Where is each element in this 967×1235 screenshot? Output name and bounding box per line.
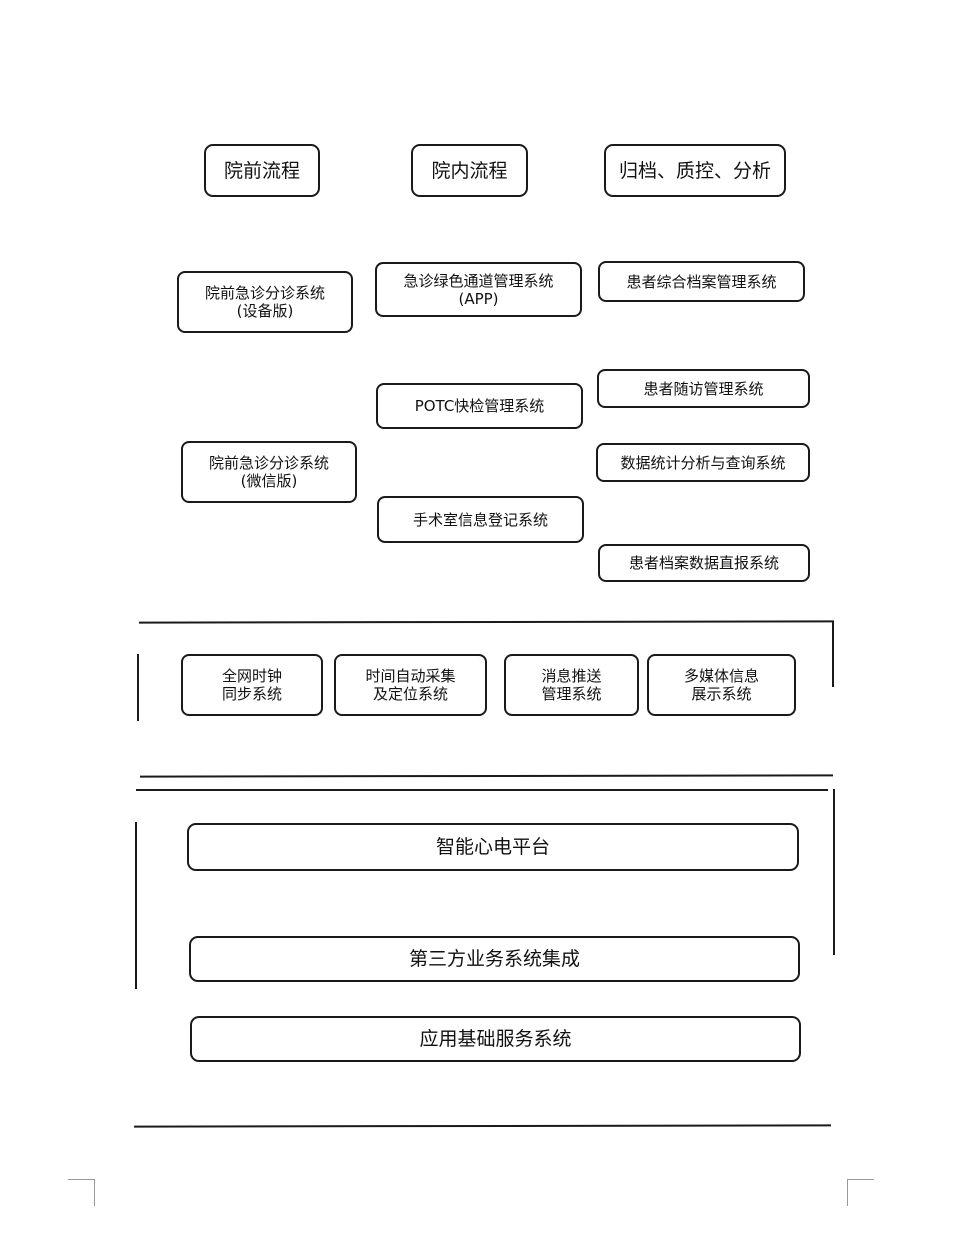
box-line: 患者随访管理系统 bbox=[643, 379, 764, 398]
box-line: 应用基础服务系统 bbox=[419, 1028, 572, 1050]
box-line: (APP) bbox=[458, 289, 499, 308]
box-line: 患者综合档案管理系统 bbox=[626, 272, 777, 291]
patient-followup-box: 患者随访管理系统 bbox=[597, 369, 810, 408]
multimedia-box: 多媒体信息 展示系统 bbox=[647, 654, 796, 716]
time-collection-box: 时间自动采集 及定位系统 bbox=[334, 654, 487, 716]
box-line: POTC快检管理系统 bbox=[414, 397, 545, 415]
message-push-box: 消息推送 管理系统 bbox=[504, 654, 639, 716]
ecg-platform-box: 智能心电平台 bbox=[187, 823, 799, 871]
support-top-line bbox=[138, 620, 835, 624]
box-line: 智能心电平台 bbox=[435, 836, 550, 858]
patient-archive-box: 患者综合档案管理系统 bbox=[598, 261, 805, 302]
prehospital-triage-wechat-box: 院前急诊分诊系统 (微信版) bbox=[181, 441, 357, 503]
data-statistics-box: 数据统计分析与查询系统 bbox=[596, 443, 810, 482]
platform-left-line bbox=[135, 822, 137, 989]
basic-services-box: 应用基础服务系统 bbox=[190, 1016, 801, 1062]
green-channel-box: 急诊绿色通道管理系统 (APP) bbox=[375, 262, 582, 317]
page-corner-mark-right bbox=[847, 1179, 874, 1206]
support-right-line bbox=[832, 621, 834, 687]
header-inhospital: 院内流程 bbox=[411, 144, 528, 197]
box-line: 手术室信息登记系统 bbox=[412, 510, 548, 529]
box-line: 管理系统 bbox=[541, 685, 602, 703]
box-line: 院前急诊分诊系统 bbox=[204, 284, 325, 302]
support-bottom-line bbox=[139, 774, 834, 778]
support-left-line bbox=[137, 654, 139, 721]
platform-bottom-line bbox=[133, 1124, 832, 1128]
box-line: 多媒体信息 bbox=[683, 667, 759, 685]
page-corner-mark-left bbox=[68, 1179, 95, 1206]
operating-room-box: 手术室信息登记系统 bbox=[377, 496, 584, 543]
box-line: (设备版) bbox=[236, 302, 294, 320]
header-archive: 归档、质控、分析 bbox=[604, 144, 786, 197]
box-line: 患者档案数据直报系统 bbox=[628, 554, 779, 572]
box-line: 院前急诊分诊系统 bbox=[208, 454, 329, 472]
box-line: 同步系统 bbox=[221, 685, 282, 703]
box-line: 第三方业务系统集成 bbox=[408, 948, 580, 970]
potc-box: POTC快检管理系统 bbox=[376, 383, 583, 429]
header-label: 院内流程 bbox=[431, 159, 508, 182]
platform-top-line bbox=[136, 789, 828, 791]
box-line: 消息推送 bbox=[541, 667, 602, 685]
archive-direct-report-box: 患者档案数据直报系统 bbox=[598, 544, 810, 582]
box-line: 展示系统 bbox=[691, 685, 752, 703]
box-line: 及定位系统 bbox=[372, 685, 448, 703]
box-line: 数据统计分析与查询系统 bbox=[620, 453, 786, 472]
clock-sync-box: 全网时钟 同步系统 bbox=[181, 654, 323, 716]
platform-right-line bbox=[833, 789, 835, 955]
box-line: 全网时钟 bbox=[221, 667, 282, 685]
third-party-integration-box: 第三方业务系统集成 bbox=[189, 936, 800, 982]
box-line: 急诊绿色通道管理系统 bbox=[403, 271, 554, 290]
box-line: (微信版) bbox=[240, 472, 298, 490]
header-prehospital: 院前流程 bbox=[204, 144, 320, 197]
prehospital-triage-device-box: 院前急诊分诊系统 (设备版) bbox=[177, 271, 353, 333]
header-label: 院前流程 bbox=[223, 159, 300, 182]
box-line: 时间自动采集 bbox=[365, 667, 456, 685]
header-label: 归档、质控、分析 bbox=[618, 159, 771, 182]
